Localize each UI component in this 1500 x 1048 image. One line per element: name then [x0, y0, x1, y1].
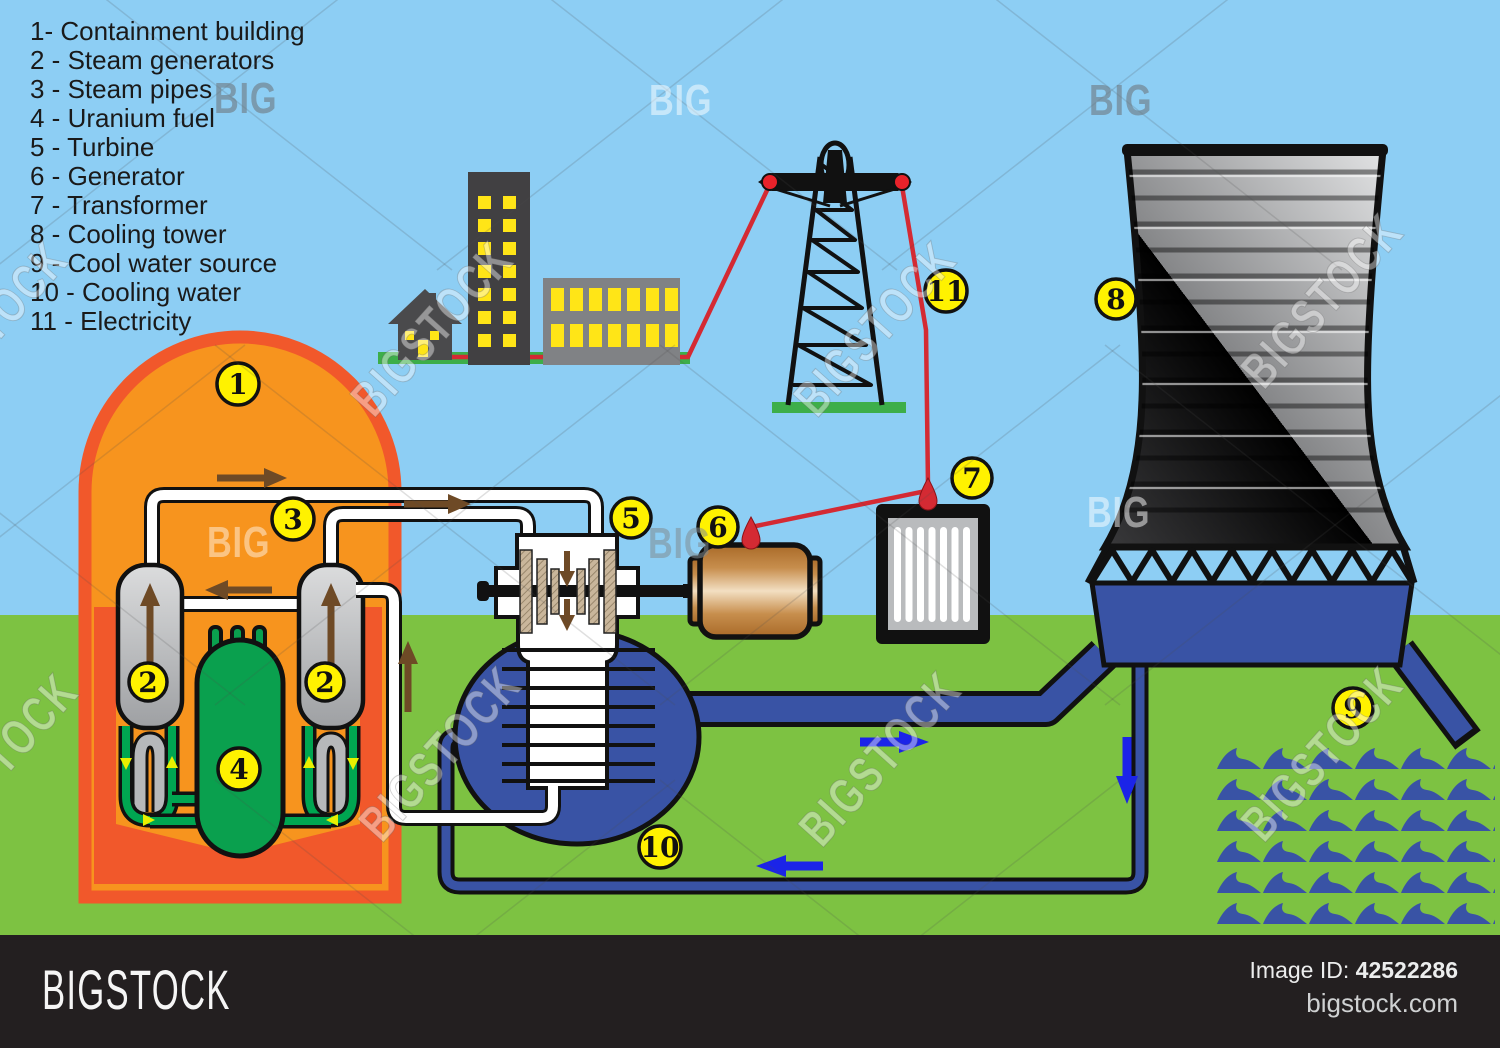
badge-turbine: 5 — [609, 496, 653, 540]
badge-steam-generator-right: 2 — [304, 661, 346, 703]
house-window — [405, 331, 414, 340]
watermark-big: BIG — [207, 518, 270, 567]
image-id-value: 42522286 — [1356, 957, 1458, 983]
svg-text:5: 5 — [621, 502, 640, 535]
transmission-tower — [758, 140, 931, 487]
cooling-tower — [1084, 144, 1481, 750]
badge-cool-water-source: 9 — [1331, 686, 1375, 730]
legend-item: 1- Containment building — [30, 16, 305, 46]
svg-text:7: 7 — [962, 462, 981, 495]
image-id-label: Image ID: — [1250, 957, 1356, 983]
cooling-water-pipes — [437, 640, 1149, 895]
svg-text:4: 4 — [229, 753, 248, 786]
footer-bar: BIGSTOCK Image ID: 42522286 bigstock.com — [0, 935, 1500, 1048]
badge-steam-pipes: 3 — [270, 496, 316, 542]
site-link[interactable]: bigstock.com — [1306, 988, 1458, 1018]
badge-electricity: 11 — [923, 268, 969, 314]
badge-transformer: 7 — [950, 456, 994, 500]
steam-pipes — [144, 487, 604, 568]
badges: 1 2 2 3 4 5 6 7 8 9 10 11 — [127, 268, 1375, 870]
generator — [683, 542, 823, 640]
wire-connector-dot — [761, 173, 779, 191]
legend-item: 6 - Generator — [30, 161, 185, 191]
svg-text:3: 3 — [283, 503, 302, 536]
turbine-blades — [519, 549, 617, 634]
house-door — [418, 340, 428, 357]
wide-building — [543, 278, 680, 365]
watermark-big: BIG — [1089, 76, 1152, 125]
pylon-ground-strip — [772, 402, 906, 413]
electric-wires — [741, 476, 938, 550]
watermark-big: BIG — [214, 74, 277, 123]
tall-building — [468, 172, 530, 365]
legend-item: 9 - Cool water source — [30, 248, 277, 278]
legend-item: 8 - Cooling tower — [30, 219, 227, 249]
pylon-crossarm — [758, 173, 912, 191]
image-id-text: Image ID: 42522286 — [1250, 957, 1458, 983]
legend-item: 5 - Turbine — [30, 132, 154, 162]
transformer-terminal — [918, 476, 938, 511]
legend-item: 3 - Steam pipes — [30, 74, 212, 104]
svg-text:1: 1 — [228, 368, 247, 401]
badge-steam-generator-left: 2 — [127, 661, 169, 703]
svg-text:2: 2 — [315, 666, 334, 699]
badge-cooling-tower: 8 — [1094, 277, 1138, 321]
feedwater-pipe — [356, 582, 561, 826]
legend-item: 11 - Electricity — [30, 306, 191, 336]
watermark-big-texts: BIG BIG BIG BIG BIG BIG — [207, 74, 1152, 568]
transformer — [876, 504, 990, 644]
legend-item: 2 - Steam generators — [30, 45, 274, 75]
water-flow-arrows — [756, 731, 1138, 877]
legend: 1- Containment building 2 - Steam genera… — [30, 16, 305, 336]
power-wire-to-transformer — [899, 185, 931, 487]
tower-basin — [1089, 580, 1415, 668]
legend-item: 7 - Transformer — [30, 190, 208, 220]
house-window — [430, 331, 439, 340]
turbine — [477, 549, 695, 634]
watermark-big: BIG — [648, 519, 711, 568]
watermark-big: BIG — [649, 76, 712, 125]
badge-cooling-water: 10 — [637, 824, 683, 870]
house — [388, 289, 462, 360]
cool-water-source-waves — [1217, 741, 1495, 928]
condenser-tubes — [502, 648, 655, 783]
wire-connector-dot — [893, 173, 911, 191]
svg-text:6: 6 — [708, 511, 727, 544]
legend-item: 4 - Uranium fuel — [30, 103, 215, 133]
bigstock-logo: BIGSTOCK — [42, 959, 231, 1022]
generator-terminal — [741, 515, 761, 550]
badge-uranium-fuel: 4 — [216, 746, 262, 792]
svg-text:11: 11 — [927, 275, 966, 308]
svg-text:9: 9 — [1343, 692, 1362, 725]
city — [378, 172, 773, 365]
svg-text:10: 10 — [641, 831, 680, 864]
badge-generator: 6 — [696, 505, 740, 549]
svg-text:2: 2 — [138, 666, 157, 699]
legend-item: 10 - Cooling water — [30, 277, 241, 307]
watermark-big: BIG — [1087, 488, 1150, 537]
badge-containment: 1 — [215, 361, 261, 407]
svg-text:8: 8 — [1106, 283, 1125, 316]
